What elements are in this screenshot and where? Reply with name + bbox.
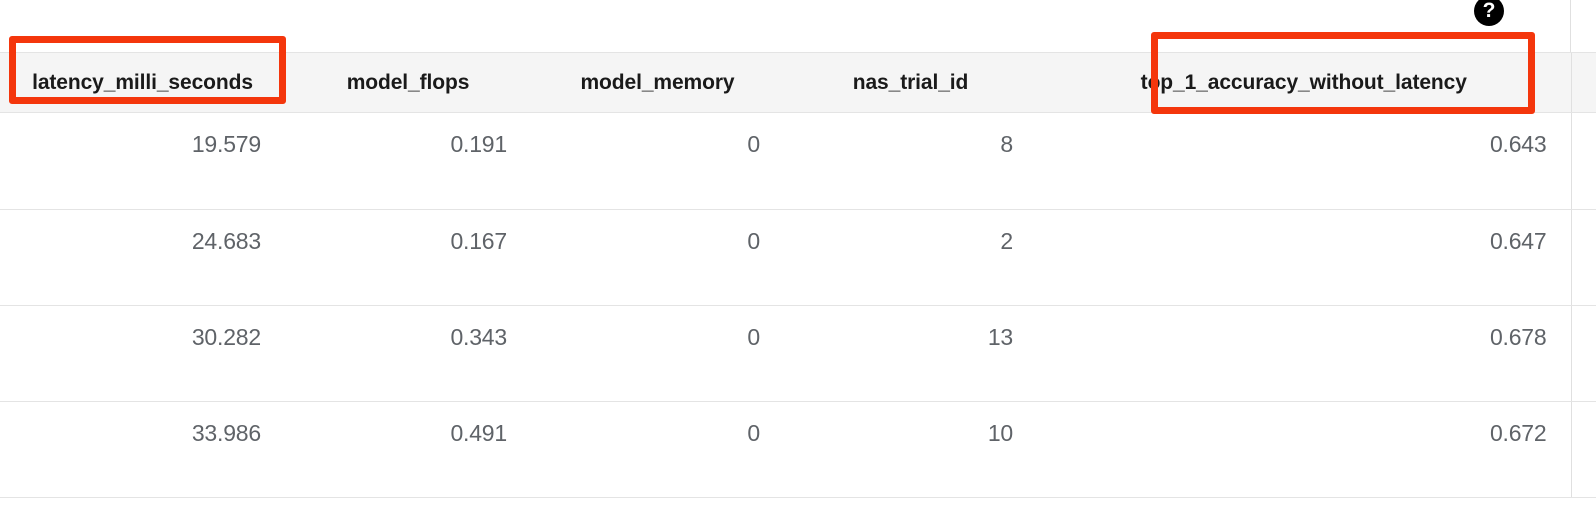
cell-nas-trial-id: 8 xyxy=(784,112,1037,210)
cell-top-1-accuracy-without-latency: 0.647 xyxy=(1037,209,1571,306)
right-gutter-divider xyxy=(1570,0,1571,52)
column-header-model-memory[interactable]: model_memory xyxy=(531,52,784,113)
data-table: latency_milli_seconds model_flops model_… xyxy=(0,52,1596,498)
cell-nas-trial-id: 10 xyxy=(784,401,1037,498)
cell-model-flops: 0.343 xyxy=(285,305,531,402)
cell-latency-milli-seconds: 33.986 xyxy=(0,401,285,498)
cell-top-1-accuracy-without-latency: 0.672 xyxy=(1037,401,1571,498)
data-table-container: latency_milli_seconds model_flops model_… xyxy=(0,52,1596,516)
cell-model-memory: 0 xyxy=(531,112,784,210)
table-header: latency_milli_seconds model_flops model_… xyxy=(0,52,1596,113)
column-header-model-flops[interactable]: model_flops xyxy=(285,52,531,113)
cell-model-flops: 0.167 xyxy=(285,209,531,306)
cell-model-flops: 0.191 xyxy=(285,112,531,210)
table-row[interactable]: 24.683 0.167 0 2 0.647 xyxy=(0,209,1596,306)
cell-overflow xyxy=(1570,209,1596,306)
cell-overflow xyxy=(1570,401,1596,498)
cell-latency-milli-seconds: 30.282 xyxy=(0,305,285,402)
table-body: 19.579 0.191 0 8 0.643 24.683 0.167 0 2 … xyxy=(0,112,1596,498)
table-row[interactable]: 30.282 0.343 0 13 0.678 xyxy=(0,305,1596,402)
column-header-latency-milli-seconds[interactable]: latency_milli_seconds xyxy=(0,52,285,113)
cell-latency-milli-seconds: 19.579 xyxy=(0,112,285,210)
column-header-top-1-accuracy-without-latency[interactable]: top_1_accuracy_without_latency xyxy=(1037,52,1571,113)
cell-nas-trial-id: 13 xyxy=(784,305,1037,402)
cell-model-memory: 0 xyxy=(531,305,784,402)
cell-top-1-accuracy-without-latency: 0.678 xyxy=(1037,305,1571,402)
cell-overflow xyxy=(1570,112,1596,210)
cell-top-1-accuracy-without-latency: 0.643 xyxy=(1037,112,1571,210)
cell-overflow xyxy=(1570,305,1596,402)
column-header-overflow xyxy=(1570,52,1596,113)
cell-latency-milli-seconds: 24.683 xyxy=(0,209,285,306)
table-header-row: latency_milli_seconds model_flops model_… xyxy=(0,52,1596,113)
cell-model-memory: 0 xyxy=(531,209,784,306)
cell-model-flops: 0.491 xyxy=(285,401,531,498)
table-toolbar-strip: ? xyxy=(0,0,1596,52)
column-header-nas-trial-id[interactable]: nas_trial_id xyxy=(784,52,1037,113)
cell-model-memory: 0 xyxy=(531,401,784,498)
help-circle-icon[interactable]: ? xyxy=(1474,0,1504,26)
cell-nas-trial-id: 2 xyxy=(784,209,1037,306)
table-row[interactable]: 33.986 0.491 0 10 0.672 xyxy=(0,401,1596,498)
table-row[interactable]: 19.579 0.191 0 8 0.643 xyxy=(0,112,1596,210)
